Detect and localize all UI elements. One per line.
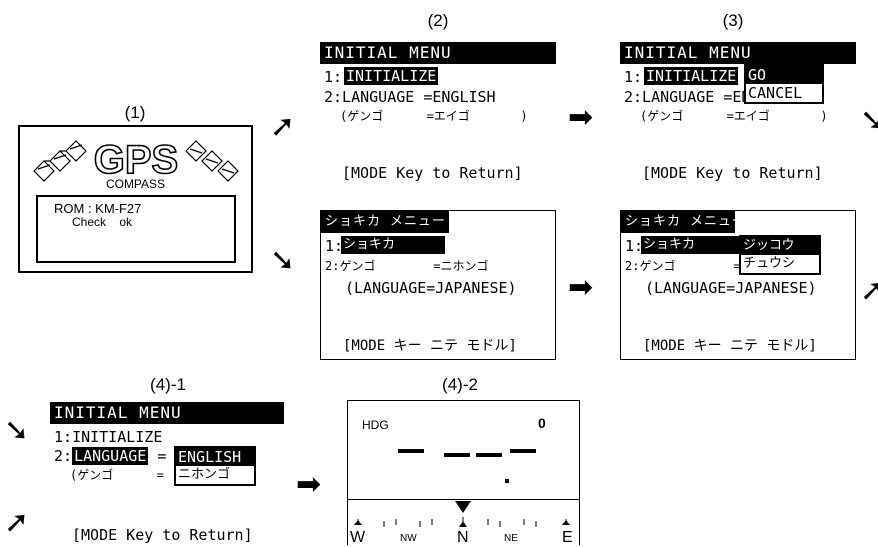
language-label: LANGUAGE bbox=[72, 447, 149, 465]
compass-scale-line bbox=[348, 499, 579, 500]
arrow-right-icon: ➡ bbox=[296, 467, 322, 502]
screen-3-jp: ショキカ メニュー 1: ショキカ 2:ゲンゴ =ニホンゴ (LANGUAGE=… bbox=[620, 210, 856, 360]
menu-item-language[interactable]: 2:LANGUAGE = bbox=[54, 447, 166, 465]
screen-3-en: INITIAL MENU 1: INITIALIZE 2:LANGUAGE =E… bbox=[620, 42, 856, 189]
right-satellite-icon bbox=[185, 140, 239, 182]
menu-title-jp: ショキカ メニュー bbox=[321, 211, 449, 233]
arrow-se-icon: ➘ bbox=[860, 103, 878, 138]
rom-line: ROM : KM-F27 bbox=[54, 201, 142, 216]
menu-footer: [MODE Key to Return] bbox=[72, 526, 253, 544]
compass-scale bbox=[354, 501, 570, 527]
arrow-right-icon: ➡ bbox=[568, 100, 594, 135]
menu-item-gengo[interactable]: 2:ゲンゴ =ニホンゴ bbox=[325, 259, 489, 273]
caption-4-1: (4)-1 bbox=[150, 375, 186, 394]
tick-triangle-icon bbox=[459, 521, 467, 527]
cancel-option[interactable]: CANCEL bbox=[748, 84, 803, 102]
hdg-value: 0 bbox=[538, 415, 546, 431]
menu-item-language[interactable]: 2:LANGUAGE =ENGLISH bbox=[324, 88, 496, 106]
tick-triangle-icon bbox=[354, 520, 362, 525]
screen-4-2-compass: HDG 0 W NW N NE E bbox=[347, 400, 580, 546]
heading-dash-3 bbox=[476, 453, 502, 457]
menu-title: INITIAL MENU bbox=[50, 402, 284, 424]
menu-item-2-num: 2: bbox=[54, 447, 73, 465]
scale-label-ne: NE bbox=[504, 533, 518, 544]
arrow-ne-icon: ➚ bbox=[4, 505, 30, 540]
menu-item-sub: (ゲンゴ = bbox=[70, 468, 164, 482]
menu-item-1-num: 1: bbox=[324, 68, 343, 86]
menu-item-1-num: 1: bbox=[325, 237, 344, 255]
language-eq: = bbox=[148, 447, 167, 465]
menu-item-initialize[interactable]: INITIALIZE bbox=[344, 67, 439, 85]
left-satellite-icon bbox=[33, 140, 87, 182]
arrow-se-icon: ➘ bbox=[4, 413, 30, 448]
hdg-label: HDG bbox=[362, 418, 389, 432]
menu-footer: [MODE Key to Return] bbox=[342, 164, 523, 182]
run-option[interactable]: ジッコウ bbox=[741, 237, 819, 255]
menu-item-1-num: 1: bbox=[624, 68, 643, 86]
menu-item-initialize[interactable]: 1:INITIALIZE bbox=[54, 428, 162, 446]
confirm-popup: GO CANCEL bbox=[744, 64, 824, 104]
heading-dash-1 bbox=[398, 449, 424, 453]
menu-title: INITIAL MENU bbox=[320, 42, 556, 64]
scale-label-n: N bbox=[457, 529, 469, 546]
screen-2-jp: ショキカ メニュー 1: ショキカ 2:ゲンゴ =ニホンゴ (LANGUAGE=… bbox=[320, 210, 556, 360]
confirm-popup-jp: ジッコウ チュウシ bbox=[739, 235, 821, 275]
heading-dash-2 bbox=[444, 453, 470, 457]
go-option[interactable]: GO bbox=[746, 66, 822, 84]
screen-4-1: INITIAL MENU 1:INITIALIZE 2:LANGUAGE = (… bbox=[50, 402, 284, 545]
menu-item-initialize[interactable]: INITIALIZE bbox=[644, 67, 739, 85]
caption-4-2: (4)-2 bbox=[442, 375, 478, 394]
menu-title: INITIAL MENU bbox=[620, 42, 856, 64]
language-popup: ENGLISH ニホンゴ bbox=[174, 446, 256, 486]
rom-info-box: ROM : KM-F27 Check ok bbox=[36, 195, 236, 263]
japanese-option[interactable]: ニホンゴ bbox=[178, 467, 231, 482]
caption-2: (2) bbox=[427, 11, 449, 30]
stop-option[interactable]: チュウシ bbox=[743, 256, 796, 271]
arrow-se-icon: ➘ bbox=[270, 243, 296, 278]
arrow-ne-icon: ➚ bbox=[860, 273, 878, 308]
scale-label-nw: NW bbox=[400, 533, 417, 544]
decimal-dot bbox=[505, 479, 509, 483]
scale-label-w: W bbox=[350, 529, 366, 546]
screen-2-en: INITIAL MENU 1: INITIALIZE 2:LANGUAGE =E… bbox=[320, 42, 556, 189]
menu-title-jp: ショキカ メニュー bbox=[621, 211, 745, 233]
menu-footer: [MODE Key to Return] bbox=[642, 164, 823, 182]
heading-pointer-icon bbox=[455, 501, 471, 513]
menu-item-1-num: 1: bbox=[625, 237, 644, 255]
menu-footer-jp: [MODE キー ニテ モドル] bbox=[343, 338, 517, 354]
menu-item-1-num: 1: bbox=[54, 428, 73, 446]
caption-3: (3) bbox=[722, 11, 744, 30]
gps-logo-text: GPS bbox=[94, 138, 178, 182]
menu-item-sub: (LANGUAGE=JAPANESE) bbox=[645, 279, 817, 297]
compass-subtitle: COMPASS bbox=[105, 177, 166, 191]
menu-item-shokika[interactable]: ショキカ bbox=[641, 236, 741, 254]
menu-item-shokika[interactable]: ショキカ bbox=[341, 236, 445, 254]
caption-1: (1) bbox=[124, 103, 146, 122]
arrow-ne-icon: ➚ bbox=[270, 109, 296, 144]
gps-logo: GPS bbox=[33, 137, 239, 183]
menu-item-sub: (ゲンゴ =エイゴ ) bbox=[340, 109, 528, 123]
tick-triangle-icon bbox=[562, 520, 570, 525]
arrow-right-icon: ➡ bbox=[568, 270, 594, 305]
check-line: Check ok bbox=[72, 215, 133, 229]
menu-item-initialize-label: INITIALIZE bbox=[72, 428, 163, 446]
english-option[interactable]: ENGLISH bbox=[176, 448, 254, 466]
menu-item-sub: (ゲンゴ =エイゴ ) bbox=[640, 109, 828, 123]
heading-dash-4 bbox=[510, 449, 536, 453]
splash-screen: GPS COMPASS ROM : KM-F27 Check ok bbox=[18, 125, 253, 273]
menu-item-sub: (LANGUAGE=JAPANESE) bbox=[345, 279, 517, 297]
scale-label-e: E bbox=[562, 529, 573, 546]
menu-footer-jp: [MODE キー ニテ モドル] bbox=[643, 338, 817, 354]
